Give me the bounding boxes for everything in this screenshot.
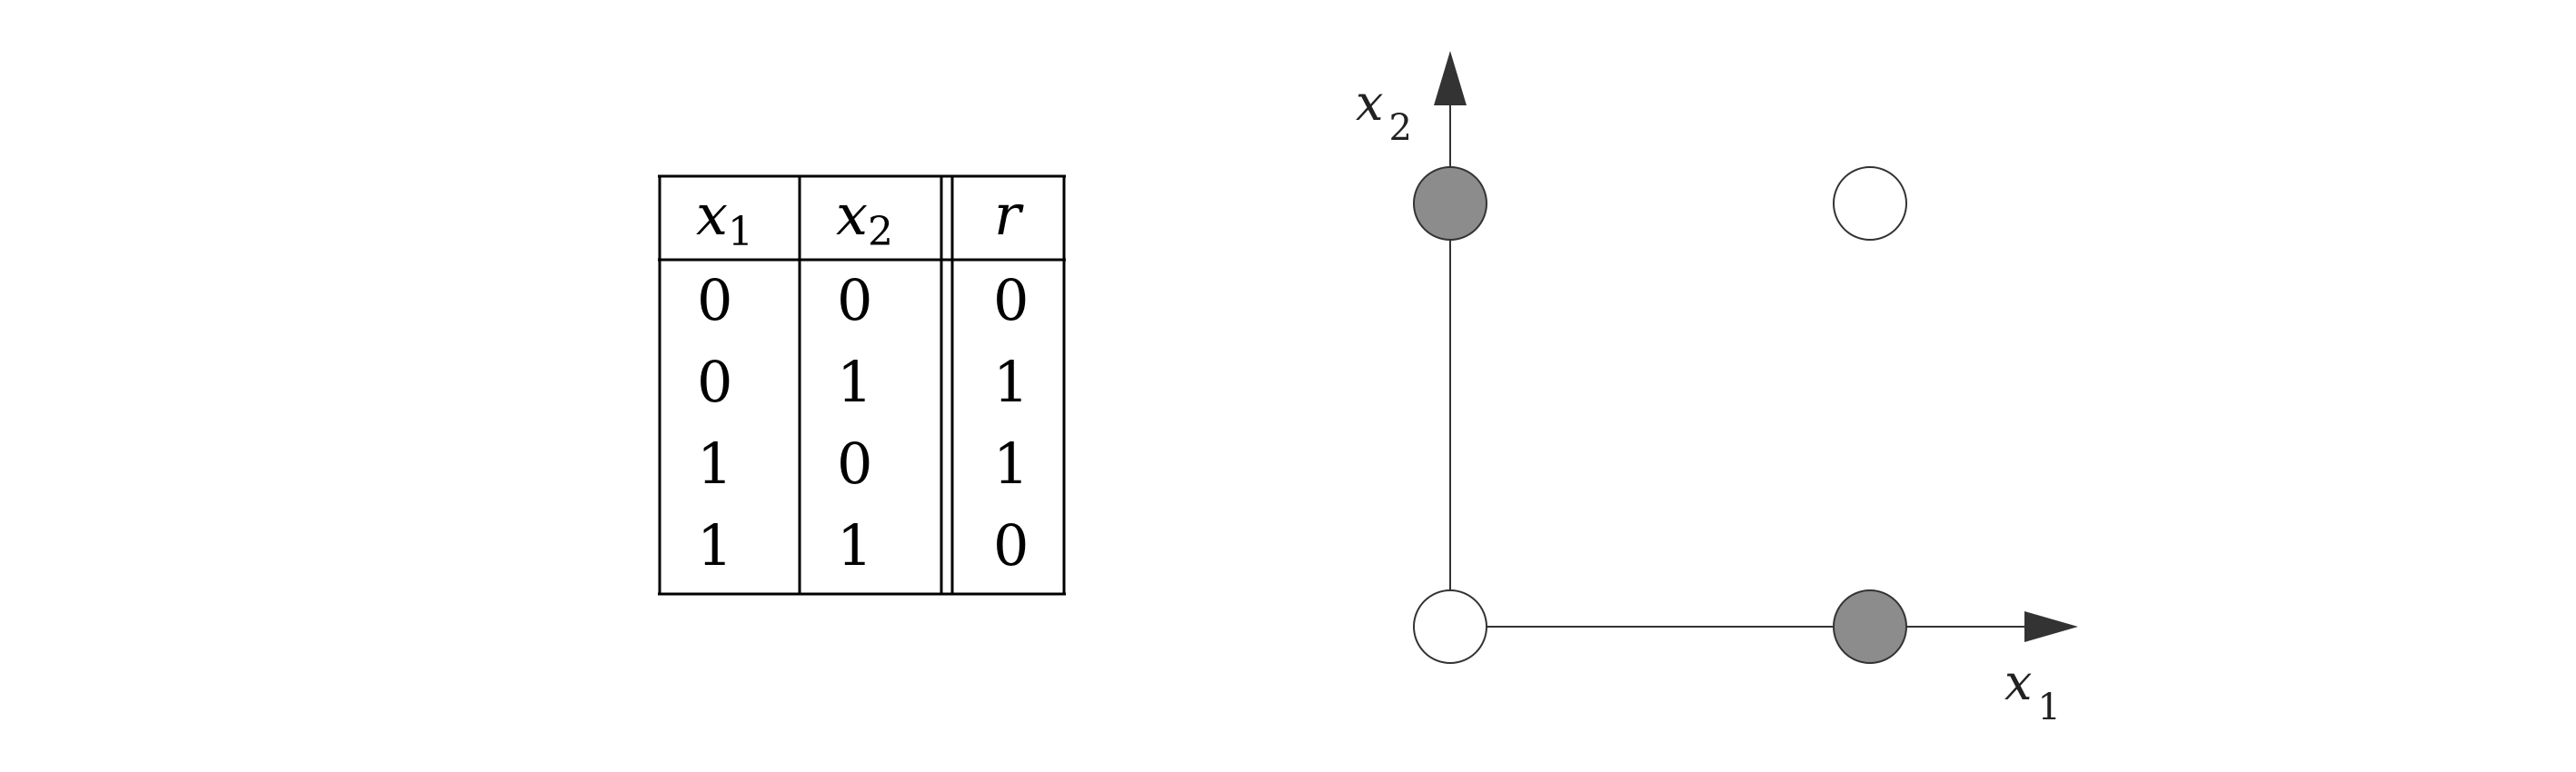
x-axis-arrowhead [2024,611,2078,642]
table-cell: 1 [837,512,872,579]
table-cell: 0 [837,431,872,497]
plot-points [1413,166,1907,664]
truth-table: x1 x2 r 0 0 0 0 1 1 1 0 1 1 1 0 [658,174,1066,596]
table-cell: 0 [837,267,872,333]
table-row: 0 1 1 [697,349,1029,415]
table-header-x1: x1 [696,182,753,255]
data-point-r1-x0-1 [1413,166,1487,241]
table-cell: 1 [993,431,1029,497]
data-point-r0-x1-1 [1833,166,1907,241]
y-axis-label-subscript: 2 [1388,107,1411,149]
table-cell: 1 [697,512,732,579]
table-cell: 0 [993,267,1029,333]
table-header-x2: x2 [836,182,893,255]
table-header-x1-subscript: 1 [728,209,753,255]
x-axis-label-subscript: 1 [2037,687,2060,728]
table-row: 1 1 0 [697,512,1029,579]
table-row: 1 0 1 [697,431,1029,497]
table-row: 0 0 0 [697,267,1029,333]
data-point-r0-x0-0 [1413,589,1487,664]
y-axis-arrowhead [1434,51,1467,105]
table-header-r: r [994,182,1024,248]
table-cell: 1 [697,431,732,497]
table-cell: 1 [837,349,872,415]
table-header-x2-subscript: 2 [868,209,893,255]
table-cell: 0 [993,512,1029,579]
data-point-r1-x1-0 [1833,589,1907,664]
table-cell: 0 [697,267,732,333]
table-cell: 0 [697,349,732,415]
table-cell: 1 [993,349,1029,415]
